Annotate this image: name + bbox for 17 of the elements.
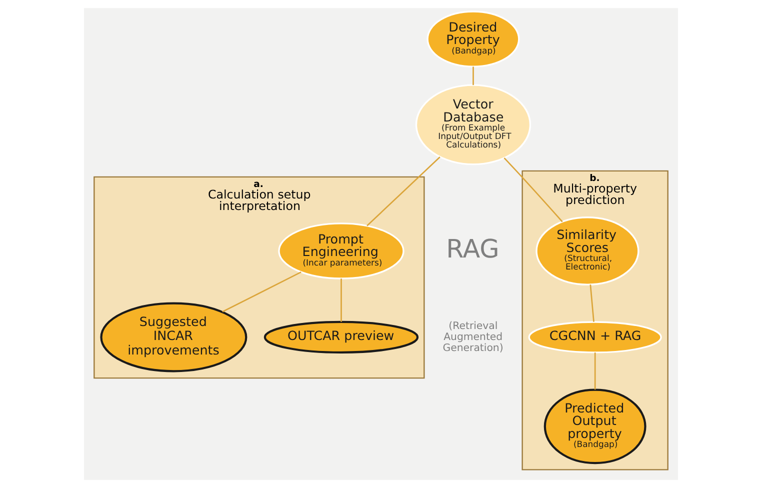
node-ellipse: Similarity Scores (Structural, Electronic) [536,216,640,286]
connector [340,278,342,322]
connector [472,66,474,86]
connector [590,284,594,322]
connector [504,157,563,222]
node-ellipse: OUTCAR preview [264,320,419,354]
connector [366,156,440,226]
node-ellipse: Desired Property (Bandgap) [426,10,520,68]
node-ellipse: CGCNN + RAG [528,321,662,354]
connector [222,271,302,312]
label: RAG [446,233,500,264]
node-ellipse: Suggested INCAR improvements [100,302,248,372]
node-ellipse: Predicted Output property (Bandgap) [544,388,646,464]
label: (Retrieval Augmented Generation) [442,320,504,354]
connector [594,352,596,390]
node-ellipse: Vector Database (From Example Input/Output DFT Calculations) [415,84,532,166]
node-ellipse: Prompt Engineering (Incar parameters) [278,222,404,280]
